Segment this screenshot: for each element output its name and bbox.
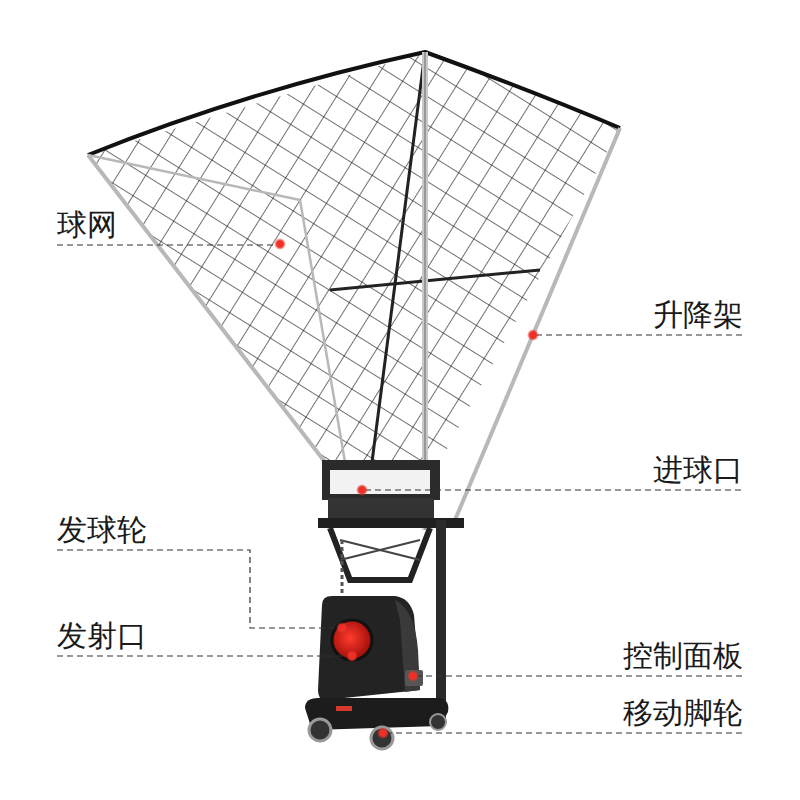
marker-dot [336,622,348,634]
frame-rod [88,155,325,462]
leader-line [365,489,745,490]
wheel [371,727,393,749]
label-anchor: 进球口 [651,453,745,487]
marker-dot [407,670,419,682]
part-label: 进球口 [651,453,745,487]
leader-line [57,550,338,628]
wheel [309,719,331,741]
inlet-base [328,498,434,518]
marker-dot [377,727,389,739]
marker-dot [356,484,368,496]
lift-pole [424,52,426,530]
marker-dot [274,238,286,250]
ball-inlet [322,460,440,500]
leader-line [536,334,745,335]
frame-rod [455,128,620,520]
label-anchor: 控制面板 [621,639,745,673]
leader-line [416,675,745,676]
support [330,528,430,580]
leader-line [57,655,350,656]
part-label: 发射口 [55,619,149,653]
marker-dot [527,329,539,341]
part-label: 升降架 [651,298,745,332]
leader-line [57,244,278,245]
machine-body [395,600,420,692]
leader-line [386,732,745,733]
wheel [430,714,446,730]
label-anchor: 发射口 [55,619,149,653]
logo-mark [336,706,352,711]
frame-rod [88,155,300,200]
part-label: 控制面板 [621,639,745,673]
net-seam [372,52,425,462]
pole [436,520,446,720]
label-anchor: 移动脚轮 [621,696,745,730]
marker-dot [346,650,358,662]
control-panel [405,670,423,686]
net-mesh [88,52,620,462]
part-label: 发球轮 [55,513,149,547]
label-anchor: 球网 [55,208,119,242]
rack [341,540,344,600]
net-edge [88,52,620,155]
support [340,540,420,560]
frame-rod [300,200,345,462]
machine-body [318,596,420,700]
label-anchor: 发球轮 [55,513,149,547]
net-mesh [88,52,620,462]
part-label: 球网 [55,208,119,242]
net-seam [330,270,540,290]
label-anchor: 升降架 [651,298,745,332]
lift-pole [422,52,428,530]
part-label: 移动脚轮 [621,696,745,730]
